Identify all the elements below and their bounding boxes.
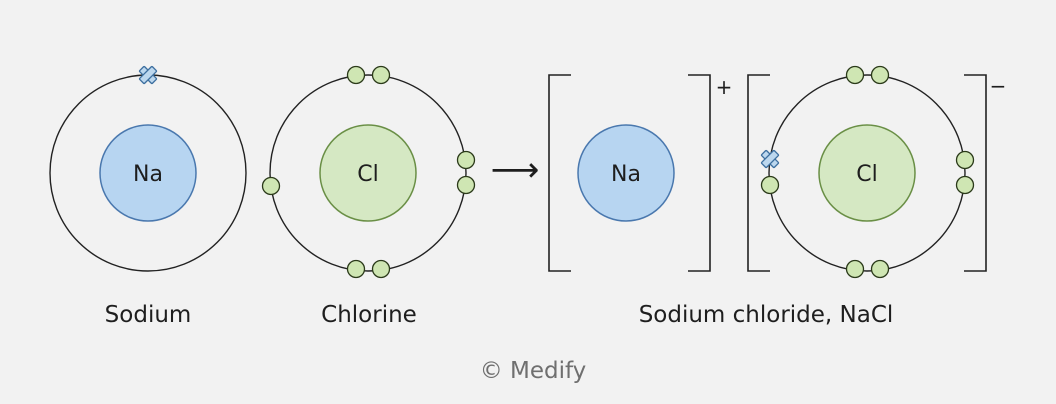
chloride-electron bbox=[870, 259, 890, 279]
transferred-electron bbox=[760, 149, 780, 169]
chlorine-label: Chlorine bbox=[321, 302, 417, 328]
chloride-electron bbox=[955, 175, 975, 195]
chlorine-atom: Cl bbox=[261, 65, 476, 279]
chlorine-electron bbox=[346, 259, 366, 279]
chloride-ion: Cl − bbox=[747, 65, 1007, 279]
chloride-ion-nucleus bbox=[818, 124, 916, 222]
reaction-arrow: ⟶ bbox=[491, 150, 540, 190]
sodium-ion-charge: + bbox=[716, 75, 733, 99]
sodium-chloride-label: Sodium chloride, NaCl bbox=[638, 302, 894, 328]
chloride-outer-shell bbox=[768, 74, 966, 272]
chloride-electron bbox=[955, 150, 975, 170]
chlorine-electron bbox=[261, 176, 281, 196]
chlorine-electron bbox=[456, 150, 476, 170]
chloride-electron bbox=[845, 65, 865, 85]
chloride-ion-right-bracket bbox=[964, 74, 987, 272]
chlorine-nucleus bbox=[319, 124, 417, 222]
sodium-ion-symbol: Na bbox=[611, 162, 641, 187]
chlorine-electron bbox=[456, 175, 476, 195]
sodium-ion-left-bracket bbox=[548, 74, 571, 272]
chloride-ion-charge: − bbox=[990, 74, 1007, 98]
sodium-ion-right-bracket bbox=[688, 74, 711, 272]
sodium-nucleus bbox=[99, 124, 197, 222]
chloride-electron bbox=[760, 175, 780, 195]
chlorine-electron bbox=[371, 65, 391, 85]
sodium-ion-nucleus bbox=[577, 124, 675, 222]
chloride-electron bbox=[845, 259, 865, 279]
chlorine-symbol: Cl bbox=[357, 162, 378, 187]
sodium-atom: Na bbox=[49, 65, 247, 272]
chlorine-electron bbox=[346, 65, 366, 85]
sodium-label: Sodium bbox=[104, 302, 192, 328]
sodium-ion: Na + bbox=[548, 74, 733, 272]
sodium-symbol: Na bbox=[133, 162, 163, 187]
sodium-valence-electron bbox=[138, 65, 158, 85]
chloride-ion-symbol: Cl bbox=[856, 162, 877, 187]
copyright-notice: © Medify bbox=[479, 358, 587, 384]
chlorine-electron bbox=[371, 259, 391, 279]
chloride-electron bbox=[870, 65, 890, 85]
chloride-ion-left-bracket bbox=[747, 74, 770, 272]
chlorine-outer-shell bbox=[269, 74, 467, 272]
